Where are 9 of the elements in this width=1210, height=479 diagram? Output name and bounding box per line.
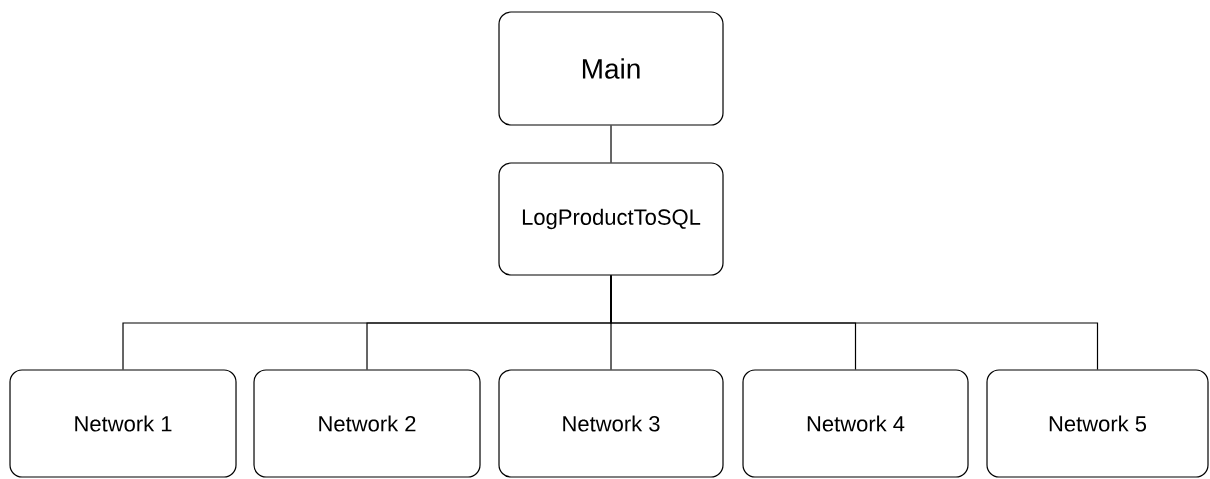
connector-line — [610, 125, 612, 163]
connector-line — [610, 275, 1099, 370]
process-box: Network 1 — [9, 369, 237, 478]
process-box: Network 3 — [498, 369, 724, 478]
process-box: Main — [498, 11, 724, 126]
process-box: Network 2 — [253, 369, 481, 478]
process-box: Network 4 — [742, 369, 969, 478]
process-box: Network 5 — [986, 369, 1209, 478]
process-box: LogProductToSQL — [498, 162, 724, 276]
